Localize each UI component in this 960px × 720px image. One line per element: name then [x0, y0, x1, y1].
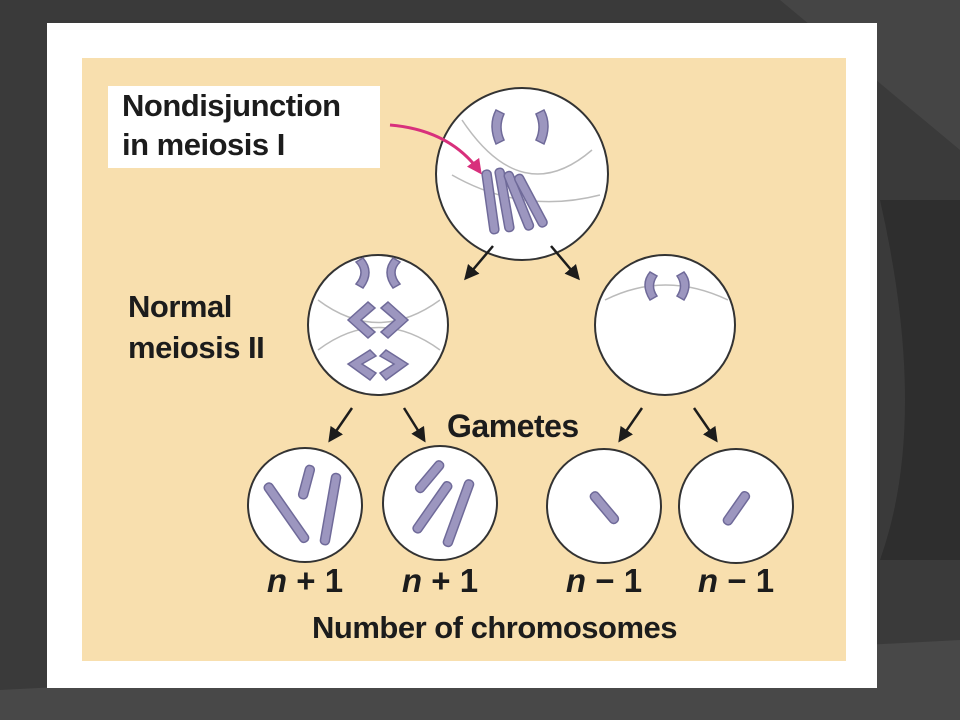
gamete-3 [546, 448, 662, 564]
arrow-gamete-1 [328, 407, 354, 443]
normal-meiosis-label-line1: Normal [128, 289, 232, 324]
number-of-chromosomes-label: Number of chromosomes [312, 610, 678, 645]
gamete-2 [382, 445, 498, 561]
arrow-gamete-4 [692, 407, 718, 443]
meiosis-ii-left-cell [307, 254, 449, 396]
gamete-4 [678, 448, 794, 564]
meiosis-ii-right-cell [594, 254, 736, 396]
gamete-count-4: n − 1 [697, 562, 775, 599]
bg-curve-right [880, 200, 960, 560]
arrow-gamete-2 [402, 407, 426, 443]
gametes-label: Gametes [447, 408, 579, 444]
gamete-count-1: n + 1 [266, 562, 344, 599]
chromosome-group-top [481, 109, 549, 235]
arrow-to-left-cell [464, 245, 494, 281]
gamete-count-3: n − 1 [565, 562, 643, 599]
arrow-gamete-3 [618, 407, 644, 443]
meiosis-i-cell [435, 87, 609, 261]
normal-meiosis-label-line2: meiosis II [128, 330, 265, 365]
nondisjunction-label-line2: in meiosis I [122, 127, 285, 162]
gamete-count-2: n + 1 [401, 562, 479, 599]
nondisjunction-label-box [108, 86, 380, 168]
nondisjunction-label-line1: Nondisjunction [122, 88, 341, 123]
arrow-to-right-cell [550, 245, 580, 281]
gamete-1 [247, 447, 363, 563]
pointer-arrow [389, 123, 482, 175]
